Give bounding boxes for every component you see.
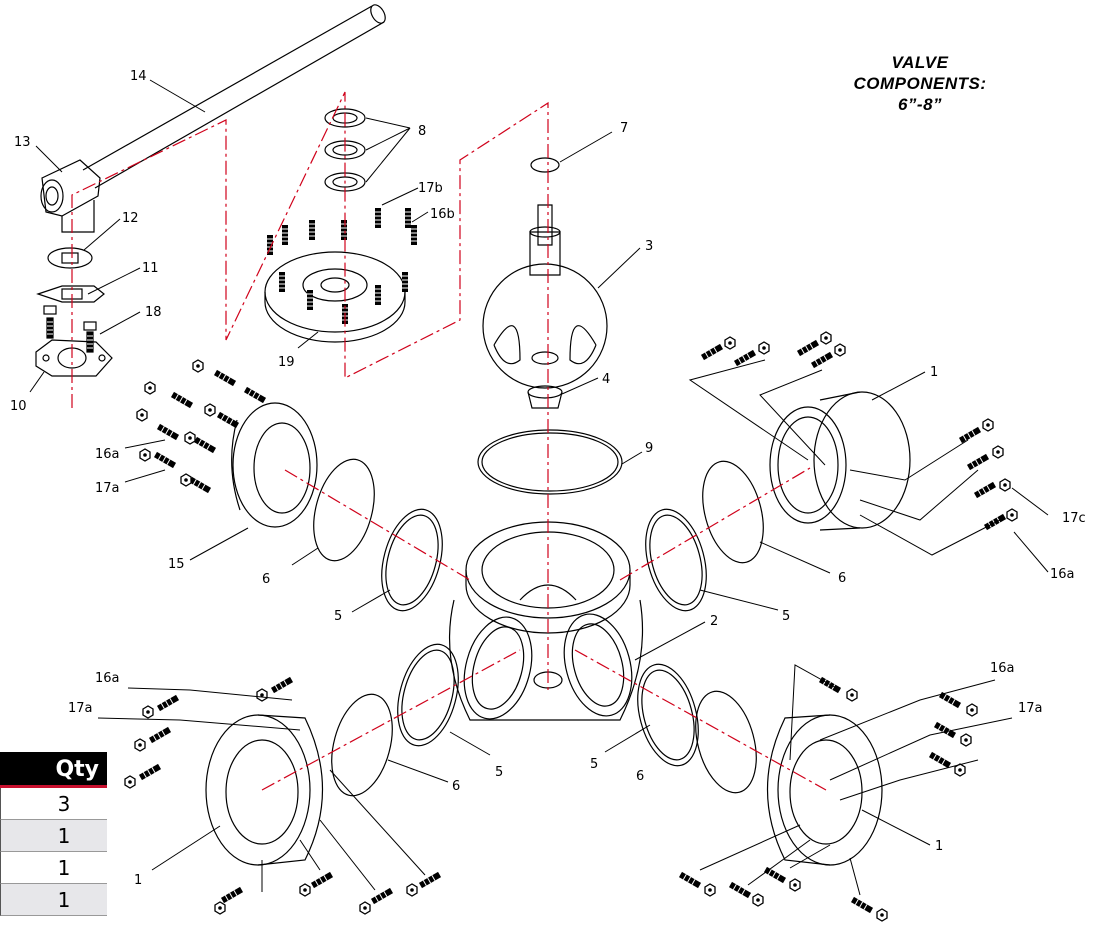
- callout-12: 12: [122, 211, 139, 226]
- callout-18: 18: [145, 305, 162, 320]
- callout-19: 19: [278, 355, 295, 370]
- callout-5-bottom-right: 5: [590, 757, 598, 772]
- seals-5-6: [313, 458, 764, 797]
- diagram-title: VALVE COMPONENTS: 6”-8”: [810, 52, 1030, 115]
- callout-17a-bottom-right: 17a: [1018, 701, 1043, 716]
- flange-bolts: [124, 331, 1018, 922]
- callout-5-bottom: 5: [495, 765, 503, 780]
- callout-6-right: 6: [838, 571, 846, 586]
- gasket-12: [47, 247, 93, 269]
- quantity-table: Qty 3 1 1 1: [0, 752, 107, 916]
- callout-11: 11: [142, 261, 159, 276]
- callout-3: 3: [645, 239, 653, 254]
- callout-6-bottom: 6: [452, 779, 460, 794]
- callout-14: 14: [130, 69, 147, 84]
- callout-17a-left: 17a: [95, 481, 120, 496]
- qty-cell: 1: [0, 884, 107, 916]
- valve-body-2: [448, 521, 644, 721]
- callout-13: 13: [14, 135, 31, 150]
- stop-bracket-10: [35, 339, 113, 377]
- callout-8: 8: [418, 124, 426, 139]
- callout-6-bottom-right: 6: [636, 769, 644, 784]
- bonnet-plate-19: [264, 251, 406, 343]
- callout-17a-bottom-left: 17a: [68, 701, 93, 716]
- ball-3: [482, 204, 608, 389]
- qty-cell: 3: [0, 788, 107, 820]
- bonnet-studs: [266, 207, 418, 325]
- callout-4: 4: [602, 372, 610, 387]
- seat-4: [527, 385, 563, 409]
- callout-16a-bottom-right: 16a: [990, 661, 1015, 676]
- callout-1-bottom-right: 1: [935, 839, 943, 854]
- handle-bar: [82, 4, 386, 189]
- o-ring-9: [477, 429, 623, 495]
- callout-6-left: 6: [262, 572, 270, 587]
- callout-5-left: 5: [334, 609, 342, 624]
- plate-11: [36, 285, 105, 303]
- callout-labels: 14 13 12 11 18 10 8 17b 16b 19 7 3 4 9 2…: [10, 69, 1086, 888]
- flange-1-right-top: [769, 391, 911, 531]
- callout-5-right: 5: [782, 609, 790, 624]
- leader-lines: [29, 79, 1049, 896]
- centerlines: [71, 91, 827, 791]
- callout-7: 7: [620, 121, 628, 136]
- title-line-3: 6”-8”: [897, 95, 943, 114]
- callout-16a-right: 16a: [1050, 567, 1075, 582]
- callout-15: 15: [168, 557, 185, 572]
- callout-17b: 17b: [418, 181, 443, 196]
- flange-1-bottom-right: [767, 714, 883, 866]
- qty-cell: 1: [0, 852, 107, 884]
- title-line-2: COMPONENTS:: [853, 74, 987, 93]
- callout-16a-left: 16a: [95, 447, 120, 462]
- title-line-1: VALVE: [891, 53, 949, 72]
- callout-1-right: 1: [930, 365, 938, 380]
- o-ring-7: [530, 157, 560, 173]
- wrench-head: [40, 159, 101, 233]
- callout-9: 9: [645, 441, 653, 456]
- callout-10: 10: [10, 399, 27, 414]
- callout-17c: 17c: [1062, 511, 1086, 526]
- o-ring-9-inner: [481, 432, 619, 492]
- qty-header: Qty: [0, 752, 107, 788]
- flange-15-left: [231, 402, 318, 528]
- callout-16b: 16b: [430, 207, 455, 222]
- callout-2: 2: [710, 614, 718, 629]
- screw-18b: [83, 321, 97, 353]
- screw-18a: [43, 305, 57, 339]
- callout-1-bottom-left: 1: [134, 873, 142, 888]
- qty-cell: 1: [0, 820, 107, 852]
- flange-1-bottom-left: [205, 714, 323, 866]
- callout-16a-bottom-left: 16a: [95, 671, 120, 686]
